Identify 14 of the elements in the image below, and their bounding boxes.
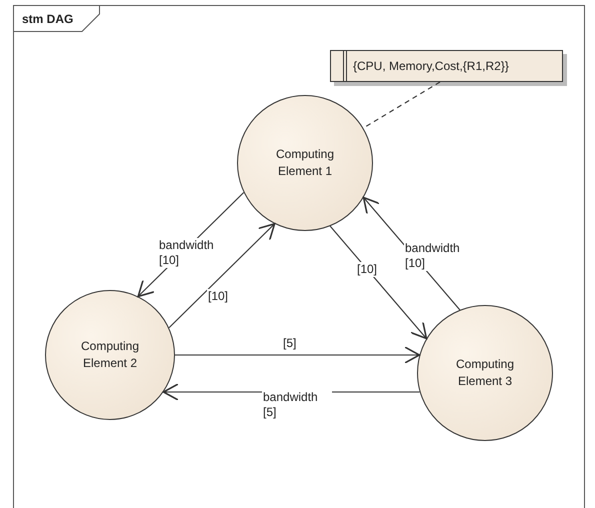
arrow <box>330 226 428 340</box>
edge-label: [5] <box>282 336 298 351</box>
edge-label: [10] <box>207 289 230 304</box>
node-label: Computing Element 1 <box>274 146 336 180</box>
node-label: Computing Element 3 <box>454 356 516 390</box>
node-label: {CPU, Memory,Cost,{R1,R2}} <box>353 58 509 75</box>
edge-label: bandwidth [5] <box>262 390 332 420</box>
diagram-frame <box>13 5 585 508</box>
node-label: Computing Element 2 <box>80 338 140 372</box>
arrow <box>175 346 420 364</box>
dashed-connector <box>363 82 440 128</box>
frame-title: stm DAG <box>22 12 74 26</box>
arrow <box>168 223 276 328</box>
edge-label: [10] <box>356 262 378 277</box>
